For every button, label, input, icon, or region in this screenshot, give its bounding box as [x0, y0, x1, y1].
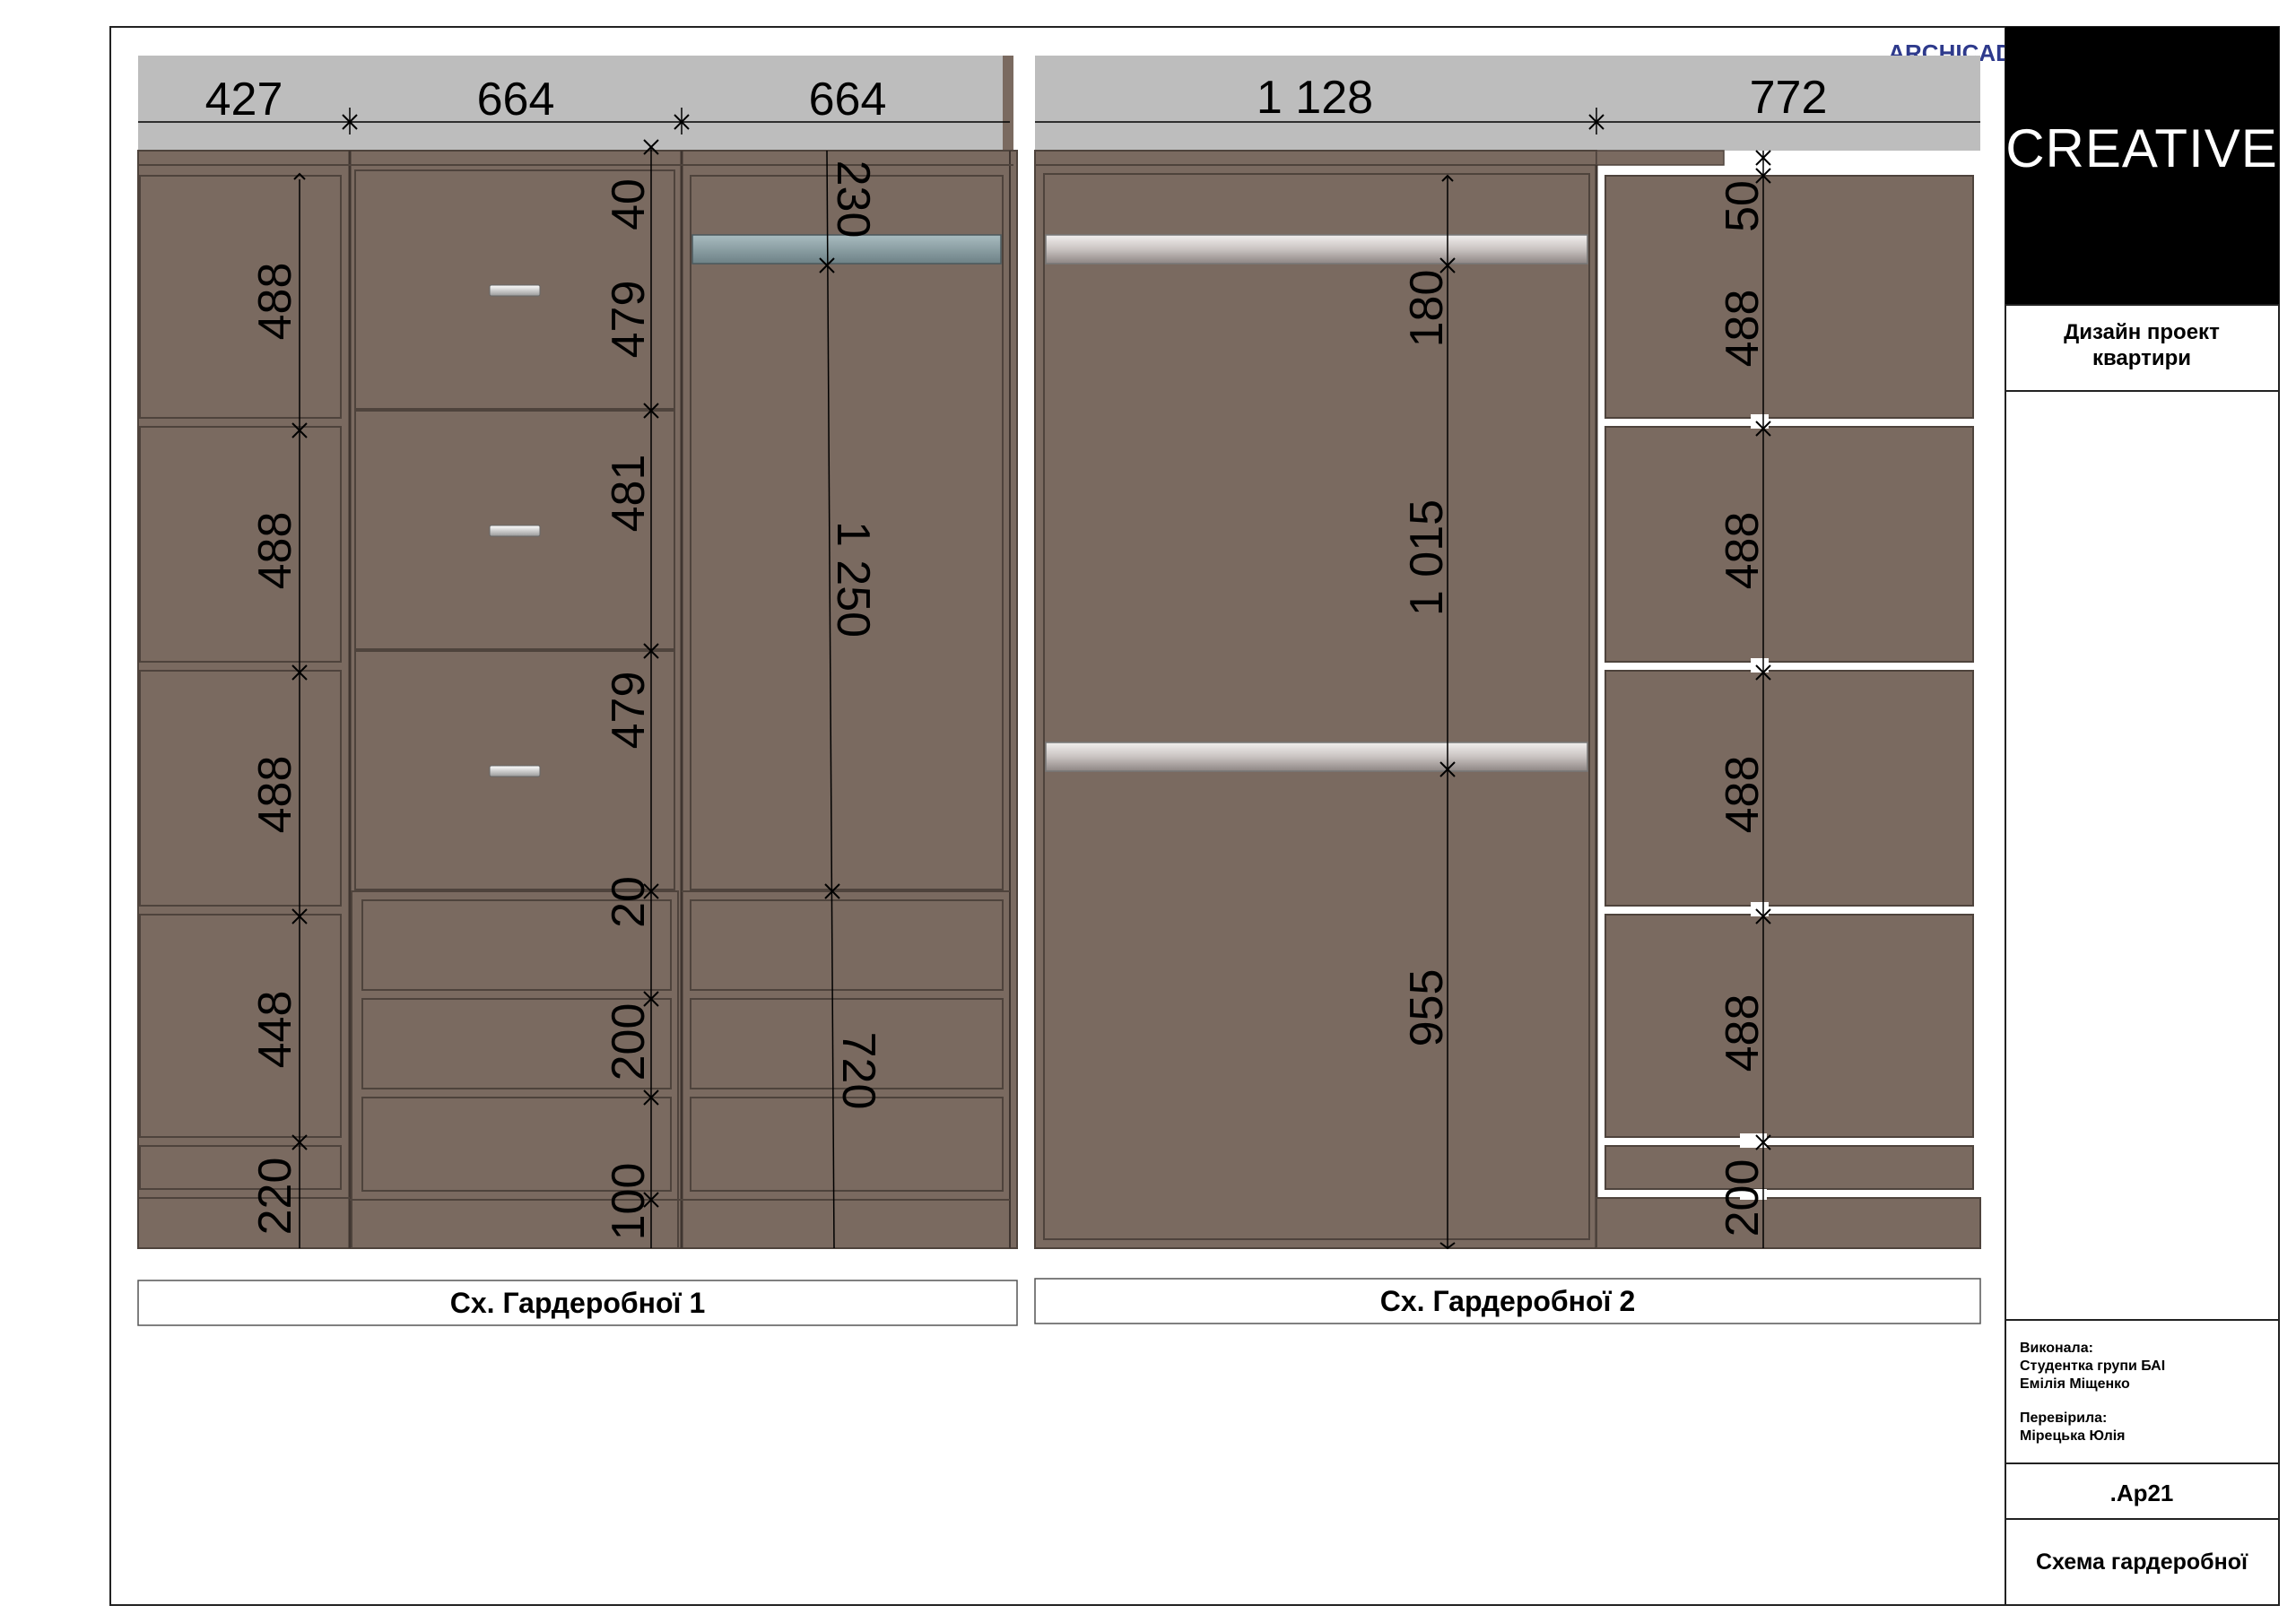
w1-col1-door — [139, 914, 342, 1138]
w1-col3-lower-drawer — [690, 899, 1004, 991]
logo-box — [2005, 27, 2279, 305]
w2-col2-dim: 488 — [1717, 512, 1769, 590]
w1-col2-lower-drawer — [361, 998, 672, 1089]
w2-col2-dim: 488 — [1717, 290, 1769, 368]
w2-col2-dim: 200 — [1717, 1159, 1769, 1237]
w2-top-dim-2: 772 — [1750, 72, 1828, 124]
w1-col2-dim: 479 — [603, 672, 655, 750]
wardrobe-2-elevation: 1 128 772 180 1 015 955 — [1034, 56, 1981, 1324]
w1-glass-shelf — [691, 234, 1002, 265]
checker-label: Перевірила: — [2020, 1410, 2107, 1426]
performer-group: Студентка групи БАІ — [2020, 1358, 2165, 1374]
w2-col2-dim: 488 — [1717, 994, 1769, 1072]
w2-door — [1605, 426, 1974, 663]
w2-door — [1605, 914, 1974, 1138]
w1-col1-dim: 488 — [249, 263, 301, 341]
w2-col1-dim: 1 015 — [1401, 499, 1453, 616]
wardrobe-1-elevation: 427 664 664 — [137, 56, 1018, 1326]
w2-door — [1605, 670, 1974, 907]
w1-col1-door — [139, 426, 342, 663]
w1-col2-dim: 479 — [603, 281, 655, 359]
w1-col1-drawer — [139, 1145, 342, 1190]
w1-caption: Сх. Гардеробної 1 — [450, 1287, 705, 1319]
w2-caption: Сх. Гардеробної 2 — [1380, 1285, 1635, 1317]
w2-col1-dim: 180 — [1401, 270, 1453, 348]
w2-col2-dim: 488 — [1717, 756, 1769, 834]
w1-col2-lower-drawer — [361, 899, 672, 991]
w1-top-dim-2: 664 — [477, 74, 555, 126]
w1-top-dim-1: 427 — [205, 74, 283, 126]
w1-col2-dim: 481 — [603, 455, 655, 533]
sheet-border — [109, 26, 2280, 1606]
w1-col2-dim: 200 — [603, 1003, 655, 1081]
w1-col3-lower-drawer — [690, 1097, 1004, 1192]
checker-name: Мірецька Юлія — [2020, 1428, 2126, 1444]
performer-name: Емілія Міщенко — [2020, 1376, 2130, 1392]
w1-col1-dim: 488 — [249, 756, 301, 834]
w1-dimension-band — [138, 56, 1010, 151]
w2-hanging-rod — [1045, 742, 1588, 772]
w1-top-dim-3: 664 — [809, 74, 887, 126]
w1-col3-dim: 1 250 — [827, 521, 879, 638]
w2-dimension-band — [1035, 56, 1980, 151]
drawer-handle — [489, 525, 541, 537]
project-title-line2: квартири — [2092, 346, 2191, 370]
w2-caption-box — [1034, 1278, 1981, 1324]
w2-col2-dim: 50 — [1717, 180, 1769, 232]
w1-caption-box — [137, 1280, 1018, 1326]
drawer-handle — [489, 765, 541, 777]
performer-label: Виконала: — [2020, 1341, 2093, 1356]
w1-col2-dim: 40 — [603, 178, 655, 230]
drawer-handle — [489, 284, 541, 297]
w1-col3-dim: 230 — [827, 161, 879, 239]
w1-col1-door — [139, 670, 342, 907]
w1-col1-dim: 448 — [249, 991, 301, 1069]
w1-col2-dim: 20 — [603, 876, 655, 928]
project-title-line1: Дизайн проект — [2064, 320, 2220, 344]
w1-col2-lower-drawer — [361, 1097, 672, 1192]
sheet-title: Схема гардеробної — [2036, 1549, 2248, 1575]
sheet-code: .Ар21 — [2110, 1480, 2174, 1506]
w1-col1-dim: 488 — [249, 512, 301, 590]
w2-col1-dim: 955 — [1401, 969, 1453, 1047]
logo-text: CREATIVE — [2005, 118, 2278, 178]
w1-col3-lower-drawer — [690, 998, 1004, 1089]
title-block: CREATIVE Дизайн проект квартири Виконала… — [2005, 27, 2279, 1605]
w1-col2-dim: 100 — [603, 1163, 655, 1241]
w2-door — [1605, 175, 1974, 419]
w1-col3-dim: 720 — [832, 1032, 884, 1110]
w2-hanging-rod — [1045, 234, 1588, 265]
w1-col1-dim: 220 — [249, 1158, 301, 1236]
w2-drawer — [1605, 1145, 1974, 1190]
w1-col1-door — [139, 175, 342, 419]
w2-top-dim-1: 1 128 — [1257, 72, 1373, 124]
